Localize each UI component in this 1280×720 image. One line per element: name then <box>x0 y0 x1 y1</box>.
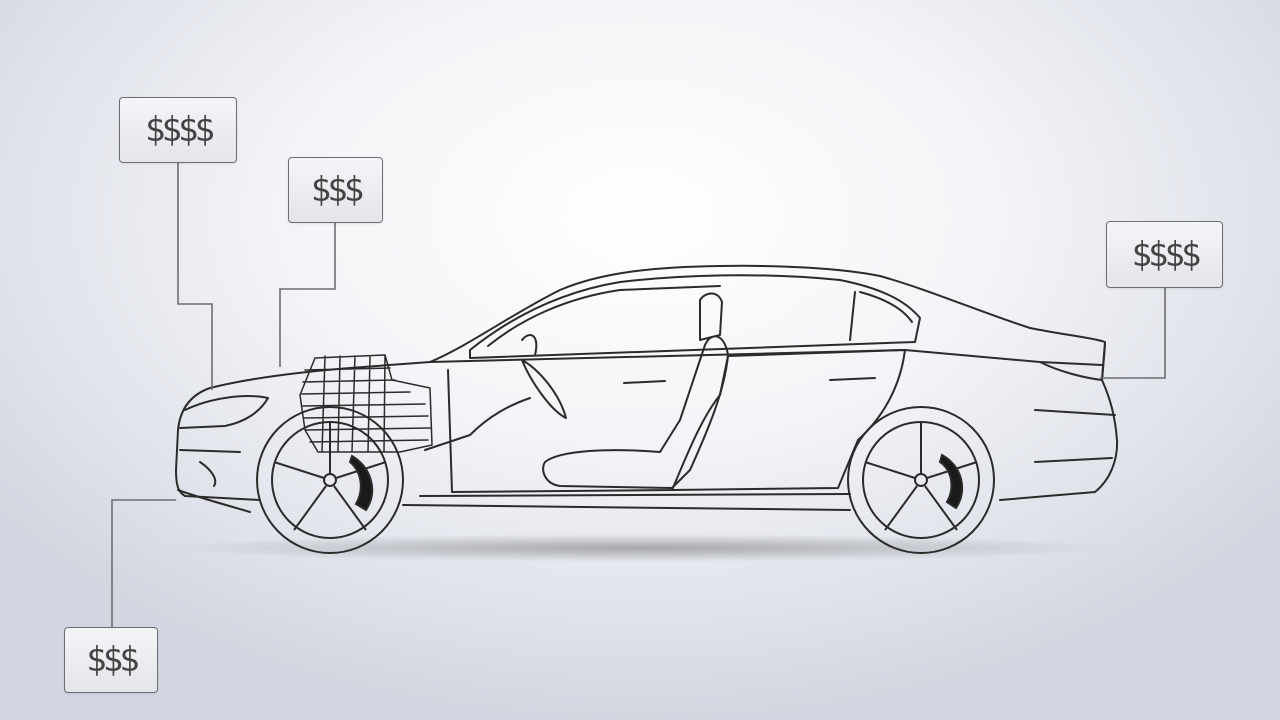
rocker-line <box>419 493 851 497</box>
price-callout-engine: $$$$ <box>119 97 237 163</box>
price-callout-front-bumper: $$$ <box>64 627 158 693</box>
leader-line-4 <box>111 499 176 627</box>
price-callout-rear: $$$$ <box>1106 221 1223 288</box>
leader-line-2 <box>279 223 336 367</box>
front-wheel <box>256 406 404 554</box>
price-callout-engine-bay: $$$ <box>288 157 383 223</box>
leader-line-3 <box>1100 288 1166 379</box>
engine-block <box>299 354 433 453</box>
rear-bumper <box>1034 409 1116 463</box>
window-frame <box>469 274 921 359</box>
front-door <box>447 355 729 493</box>
door-handle-rear <box>829 377 876 381</box>
steering-column <box>424 397 531 451</box>
tail-light <box>1039 344 1106 381</box>
rear-door <box>671 349 906 491</box>
steering-wheel <box>521 334 567 419</box>
window-inner <box>487 285 913 347</box>
headlight <box>179 395 269 429</box>
door-handle-front <box>623 380 666 384</box>
car-body-outline <box>175 264 1119 511</box>
leader-line-1 <box>177 163 213 390</box>
ground-shadow <box>170 534 1110 562</box>
front-bumper <box>177 449 251 513</box>
front-brake-caliper <box>348 454 374 512</box>
rear-brake-caliper <box>938 453 964 510</box>
seat <box>542 292 729 489</box>
belt-line <box>429 349 1103 366</box>
rear-wheel <box>847 406 995 554</box>
